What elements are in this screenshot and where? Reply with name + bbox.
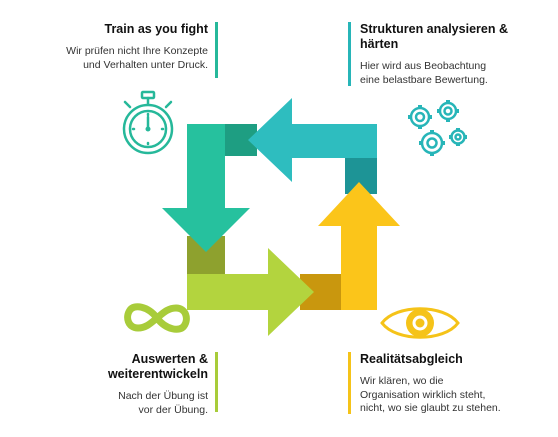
arrow-teal-down [162, 124, 250, 252]
arrow-cyan-left [248, 98, 377, 182]
step-description: Hier wird aus Beobachtung eine belastbar… [360, 60, 550, 87]
desc-line: Hier wird aus Beobachtung [360, 60, 487, 72]
step-title: Train as you fight [104, 22, 209, 36]
step-title: Auswerten & weiterentwickeln [60, 352, 208, 382]
step-strukturen: Strukturen analysieren & härten Hier wir… [360, 22, 550, 87]
desc-line: vor der Übung. [138, 403, 208, 416]
desc-line: und Verhalten unter Druck. [83, 58, 208, 71]
step-auswerten: Auswerten & weiterentwickeln Nach der Üb… [60, 352, 208, 417]
title-line: Auswerten & [131, 352, 208, 366]
desc-line: Nach der Übung ist [118, 390, 208, 402]
step-title: Realitätsabgleich [360, 352, 463, 366]
title-line: Strukturen analysieren & [360, 22, 508, 36]
stopwatch-icon [122, 90, 174, 155]
accent-line-cyan [348, 22, 351, 86]
title-line: härten [360, 37, 399, 51]
accent-line-yellow [348, 352, 351, 414]
accent-line-green [215, 352, 218, 412]
desc-line: Wir klären, wo die [360, 375, 444, 387]
arrow-yellow-up [318, 182, 400, 310]
step-title: Strukturen analysieren & härten [360, 22, 550, 52]
title-line: weiterentwickeln [107, 367, 208, 381]
accent-line-teal [215, 22, 218, 78]
arrow-green-right [187, 248, 314, 336]
step-realitaetsabgleich: Realitätsabgleich Wir klären, wo die Org… [360, 352, 555, 416]
step-train-as-you-fight: Train as you fight Wir prüfen nicht Ihre… [30, 22, 208, 72]
step-description: Wir prüfen nicht Ihre Konzepte und Verha… [30, 45, 208, 72]
desc-line: Wir prüfen nicht Ihre Konzepte [66, 45, 208, 57]
desc-line: nicht, wo sie glaubt zu stehen. [360, 402, 501, 414]
step-description: Nach der Übung ist vor der Übung. [60, 390, 208, 417]
gears-icon [408, 100, 467, 156]
infinity-icon [124, 303, 190, 333]
eye-icon [380, 307, 460, 339]
desc-line: Organisation wirklich steht, [360, 388, 486, 401]
step-description: Wir klären, wo die Organisation wirklich… [360, 375, 555, 416]
desc-line: eine belastbare Bewertung. [360, 73, 488, 86]
